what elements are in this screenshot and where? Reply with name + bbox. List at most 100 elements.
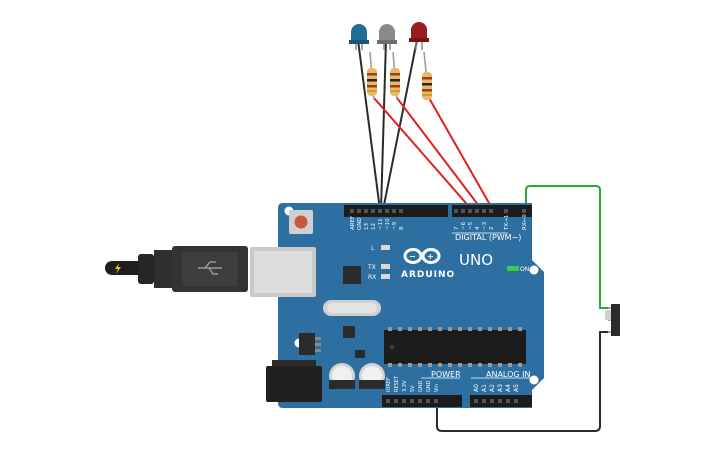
pin-label-top-15: RX←0: [522, 214, 528, 230]
power-pin-label-5: GND: [426, 380, 432, 392]
wire-res2-pin5[interactable]: [396, 97, 483, 211]
pin-hole-2[interactable]: [364, 209, 368, 213]
reset-button[interactable]: [289, 210, 313, 234]
switch-slider[interactable]: [605, 310, 611, 320]
led-tx: [381, 264, 390, 269]
wire-switch-gnd[interactable]: [436, 331, 608, 432]
wire-switch-pin2[interactable]: [525, 185, 608, 309]
chip-pin: [478, 327, 482, 331]
analog-pin-1[interactable]: [482, 399, 486, 403]
power-pin-3[interactable]: [410, 399, 414, 403]
wire-res3-pin3[interactable]: [428, 97, 494, 211]
power-pin-label-3: 5V: [410, 385, 416, 392]
analog-pin-2[interactable]: [490, 399, 494, 403]
chip-pin: [448, 327, 452, 331]
pin-hole-13[interactable]: [489, 209, 493, 213]
analog-label: ANALOG IN: [486, 370, 531, 379]
power-jack: [266, 366, 322, 402]
pin-hole-15[interactable]: [522, 209, 526, 213]
pin-hole-4[interactable]: [378, 209, 382, 213]
power-pin-label-4: GND: [418, 380, 424, 392]
pin-hole-8[interactable]: [454, 209, 458, 213]
small-chip: [343, 326, 355, 338]
power-pin-label-1: RESET: [394, 375, 400, 392]
pin-label-top-5: ~10: [385, 218, 391, 230]
chip-pin: [438, 327, 442, 331]
model-label: UNO: [459, 251, 493, 269]
on-led: [507, 266, 519, 271]
pin-hole-9[interactable]: [461, 209, 465, 213]
blue-led[interactable]: [349, 24, 369, 50]
pin-label-top-14: TX→1: [504, 215, 510, 231]
analog-pin-0[interactable]: [474, 399, 478, 403]
pin-label-top-10: ~5: [468, 221, 474, 230]
pin-hole-6[interactable]: [392, 209, 396, 213]
power-pin-2[interactable]: [402, 399, 406, 403]
chip-pin: [428, 327, 432, 331]
analog-pin-5[interactable]: [514, 399, 518, 403]
slide-switch[interactable]: [605, 304, 620, 336]
chip-pin: [488, 327, 492, 331]
led-rx-label: RX: [368, 274, 376, 281]
pin-hole-14[interactable]: [504, 209, 508, 213]
led-tx-label: TX: [367, 264, 376, 271]
analog-pin-3[interactable]: [498, 399, 502, 403]
capacitor-1: [329, 363, 355, 389]
chip-pin: [398, 363, 402, 367]
wire-res1-pin6[interactable]: [373, 97, 473, 211]
power-pin-4[interactable]: [418, 399, 422, 403]
analog-pin-label-2: A2: [489, 384, 496, 392]
wire-gray-led-gnd[interactable]: [380, 39, 387, 211]
chip-pin: [488, 363, 492, 367]
power-pin-label-0: IOREF: [386, 377, 392, 392]
chip-pin: [458, 327, 462, 331]
chip-pin: [518, 327, 522, 331]
power-pin-1[interactable]: [394, 399, 398, 403]
pin-hole-3[interactable]: [371, 209, 375, 213]
gray-led[interactable]: [377, 24, 397, 50]
chip-pin: [388, 363, 392, 367]
pin-hole-5[interactable]: [385, 209, 389, 213]
led-l-label: L: [371, 245, 375, 252]
pin-label-top-9: ~6: [461, 221, 467, 230]
resistor-2[interactable]: [390, 51, 400, 101]
pin-label-top-4: ~11: [378, 218, 384, 230]
wire-blue-led-gnd[interactable]: [357, 39, 381, 211]
chip-pin: [418, 363, 422, 367]
usb-cable[interactable]: [105, 246, 248, 292]
pin-hole-12[interactable]: [482, 209, 486, 213]
pin-label-top-7: 8: [399, 226, 405, 230]
resistor-1[interactable]: [367, 51, 377, 101]
wire-red-led-gnd[interactable]: [382, 39, 418, 211]
analog-pin-label-0: A0: [473, 384, 480, 392]
small-component: [355, 350, 365, 358]
pin-hole-11[interactable]: [475, 209, 479, 213]
brand-label: ARDUINO: [401, 270, 455, 280]
pin-hole-10[interactable]: [468, 209, 472, 213]
power-pin-0[interactable]: [386, 399, 390, 403]
chip-pin: [508, 327, 512, 331]
power-pin-5[interactable]: [426, 399, 430, 403]
chip-pin: [418, 327, 422, 331]
resistor-3[interactable]: [422, 51, 432, 101]
red-led[interactable]: [409, 22, 429, 50]
pin-label-top-2: 13: [364, 223, 370, 230]
pin-hole-1[interactable]: [357, 209, 361, 213]
chip-pin: [458, 363, 462, 367]
usb-symbol-icon: [198, 261, 222, 275]
chip-pin: [428, 363, 432, 367]
power-pin-6[interactable]: [434, 399, 438, 403]
power-label: POWER: [431, 370, 461, 379]
pin-hole-7[interactable]: [399, 209, 403, 213]
pin-label-top-6: ~9: [392, 221, 398, 230]
chip-pin: [408, 363, 412, 367]
arduino-logo-icon: [403, 248, 441, 264]
analog-pin-4[interactable]: [506, 399, 510, 403]
pin-hole-0[interactable]: [350, 209, 354, 213]
chip-pin: [448, 363, 452, 367]
chip-pin: [388, 327, 392, 331]
analog-pin-label-3: A3: [497, 384, 504, 392]
chip-pin: [518, 363, 522, 367]
